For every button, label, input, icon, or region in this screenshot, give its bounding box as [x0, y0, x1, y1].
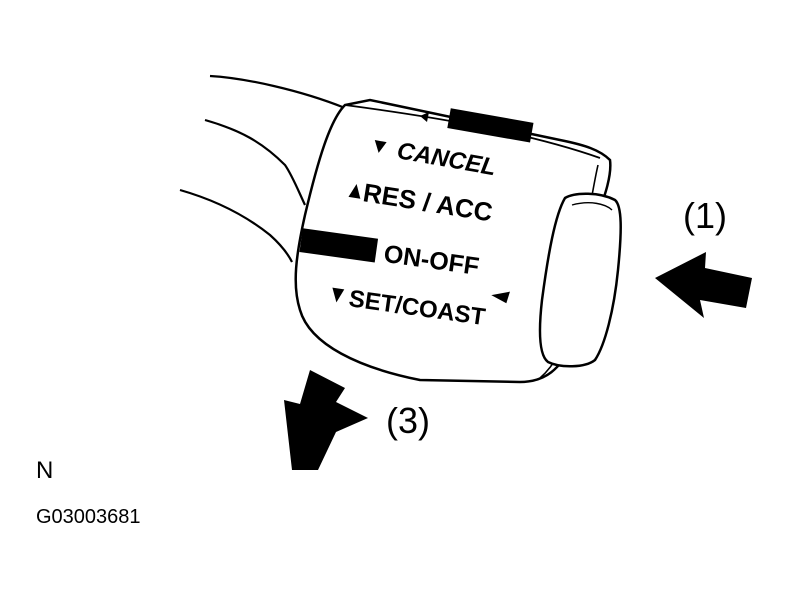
- cancel-down-triangle-icon: [374, 140, 387, 153]
- callout-3-label: (3): [386, 400, 430, 441]
- mode-left-triangle-icon: [420, 112, 429, 122]
- figure-code: G03003681: [36, 506, 141, 528]
- mode-badge: [447, 108, 534, 143]
- cruise-badge: [299, 228, 379, 263]
- pull-arrow-icon: [284, 370, 368, 470]
- push-arrow-icon: [655, 252, 752, 318]
- set-down-triangle-icon: [332, 287, 345, 303]
- res-up-triangle-icon: [348, 183, 361, 199]
- callout-1-label: (1): [683, 195, 727, 236]
- mode-switch-label: MODE: [420, 108, 534, 143]
- lever-stalk: [179, 74, 346, 263]
- footer-letter: N: [36, 457, 53, 484]
- on-off-left-triangle-icon: [491, 291, 510, 304]
- lever-end-button[interactable]: [538, 192, 622, 368]
